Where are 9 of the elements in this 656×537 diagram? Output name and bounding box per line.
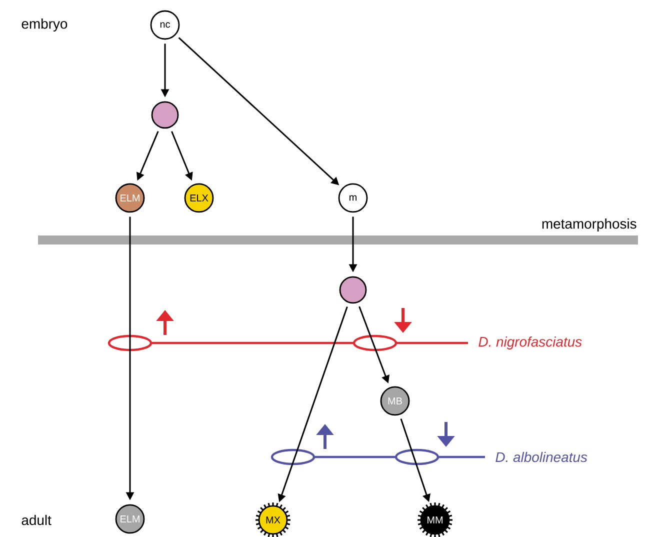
spiky-cell: MM (418, 502, 452, 537)
stage-label: metamorphosis (542, 218, 636, 232)
cell-circle (151, 101, 179, 129)
cell-circle (339, 276, 367, 304)
stage-label: adult (22, 514, 52, 526)
species-label: D. nigrofasciatus (478, 336, 582, 350)
stage-label: embryo (22, 18, 68, 32)
species-label: D. albolineatus (496, 452, 588, 462)
spiky-cell: MX (256, 502, 290, 537)
